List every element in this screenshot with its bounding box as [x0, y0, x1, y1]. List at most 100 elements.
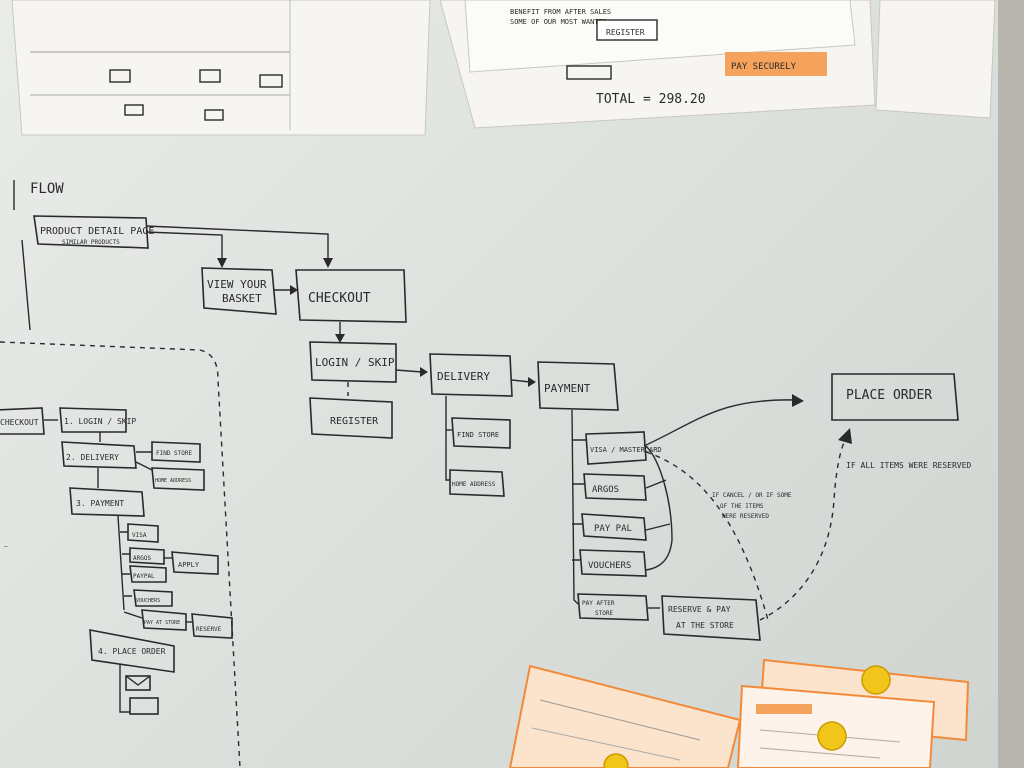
view-basket-label-2: BASKET	[222, 292, 262, 305]
view-basket-label-1: VIEW YOUR	[207, 278, 267, 291]
arrow-to-checkout	[145, 225, 329, 262]
paypal-label: PAY PAL	[594, 524, 632, 534]
place-order-box: PLACE ORDER	[831, 373, 959, 421]
left-login-label: 1. LOGIN / SKIP	[64, 417, 136, 426]
pay-after-store-box: PAY AFTER STORE	[577, 593, 649, 621]
dashed-cancel-path	[645, 451, 769, 621]
home-address-label: HOME ADDRESS	[452, 481, 496, 488]
left-payment-label: 3. PAYMENT	[76, 499, 124, 508]
left-home-address-label: HOME ADDRESS	[155, 478, 191, 484]
register-box: REGISTER	[309, 397, 393, 439]
total-label: TOTAL = 298.20	[596, 92, 706, 107]
left-login-box: 1. LOGIN / SKIP	[59, 407, 136, 433]
pay-after-store-label-2: STORE	[595, 610, 613, 617]
mid-note-text: BENEFIT FROM AFTER SALES	[510, 8, 611, 16]
left-dashed-region	[0, 341, 241, 768]
left-checkout-box: CHECKOUT	[0, 407, 45, 435]
flow-title: FLOW	[30, 181, 64, 197]
left-delivery-label: 2. DELIVERY	[66, 453, 119, 462]
flow-divider	[21, 239, 31, 331]
payment-branch-line	[571, 409, 579, 605]
left-paypal-box: PAYPAL	[129, 565, 167, 583]
arrow-to-place-order	[643, 399, 799, 447]
checkout-box: CHECKOUT	[295, 269, 407, 323]
left-email-icon	[125, 675, 151, 691]
login-skip-box: LOGIN / SKIP	[309, 341, 397, 383]
left-home-address-box: HOME ADDRESS	[151, 467, 205, 491]
product-detail-label: PRODUCT DETAIL PAGE	[40, 226, 154, 237]
view-basket-box: VIEW YOUR BASKET	[201, 267, 277, 315]
left-reserve-box: RESERVE	[191, 613, 233, 639]
register-button-label: REGISTER	[606, 28, 645, 37]
vouchers-box: VOUCHERS	[579, 549, 647, 577]
left-argos-label: ARGOS	[133, 555, 151, 562]
arrow-to-delivery	[395, 369, 423, 373]
product-detail-sub: SIMILAR PRODUCTS	[62, 239, 120, 246]
visa-mastercard-box: VISA / MASTERCARD	[585, 431, 662, 465]
place-order-label: PLACE ORDER	[846, 388, 932, 403]
top-paper-left	[11, 0, 431, 136]
delivery-box: DELIVERY	[429, 353, 513, 397]
left-place-order-box: 4. PLACE ORDER	[89, 629, 175, 673]
reserve-pay-label-2: AT THE STORE	[676, 621, 734, 630]
sticky-note-bottom-left	[508, 664, 742, 768]
left-apply-box: APPLY	[171, 551, 219, 575]
left-visa-label: VISA	[132, 532, 147, 539]
left-vouchers-box: VOUCHERS	[133, 589, 173, 607]
dashed-reserve-to-place-order	[759, 437, 847, 621]
mid-note-text-2: SOME OF OUR MOST WANTED	[510, 18, 607, 26]
left-argos-box: ARGOS	[129, 547, 165, 565]
pay-securely-sticky	[725, 52, 827, 76]
login-skip-label: LOGIN / SKIP	[315, 356, 395, 369]
left-delivery-box: 2. DELIVERY	[61, 441, 137, 469]
left-reserve-label: RESERVE	[196, 626, 222, 633]
reserve-pay-box: RESERVE & PAY AT THE STORE	[661, 595, 761, 641]
magnet-yellow-1	[861, 665, 891, 695]
vouchers-label: VOUCHERS	[588, 561, 631, 571]
product-detail-box: PRODUCT DETAIL PAGE SIMILAR PRODUCTS	[33, 215, 154, 249]
note-cancel-2: OF THE ITEMS	[720, 503, 764, 510]
left-find-store-label: FIND STORE	[156, 450, 193, 457]
checkout-label: CHECKOUT	[308, 291, 371, 306]
left-vouchers-label: VOUCHERS	[136, 598, 160, 604]
payment-label: PAYMENT	[544, 382, 591, 395]
magnet-yellow-3	[603, 753, 629, 768]
argos-box: ARGOS	[583, 473, 647, 501]
register-button-sketch	[596, 19, 658, 41]
paypal-box: PAY PAL	[581, 513, 647, 541]
left-pay-at-store-box: PAY AT STORE	[141, 609, 187, 631]
arrow-to-payment	[511, 379, 531, 383]
visa-mastercard-label: VISA / MASTERCARD	[590, 446, 662, 454]
find-store-label: FIND STORE	[457, 431, 499, 439]
left-place-order-label: 4. PLACE ORDER	[98, 647, 166, 656]
left-visa-box: VISA	[127, 523, 159, 543]
top-paper-right	[875, 0, 996, 119]
reserve-pay-label-1: RESERVE & PAY	[668, 605, 731, 614]
register-label: REGISTER	[330, 416, 379, 427]
svg-text:–: –	[4, 543, 8, 550]
pay-securely-label: PAY SECURELY	[731, 62, 797, 72]
payment-merge-curve	[645, 445, 673, 571]
left-pay-at-store-label: PAY AT STORE	[144, 620, 180, 626]
left-paypal-label: PAYPAL	[133, 573, 155, 580]
delivery-branch-line	[445, 396, 450, 481]
left-checkout-label: CHECKOUT	[0, 418, 39, 427]
pay-after-store-label-1: PAY AFTER	[582, 600, 615, 607]
argos-label: ARGOS	[592, 485, 619, 495]
top-paper-middle: BENEFIT FROM AFTER SALES SOME OF OUR MOS…	[439, 0, 876, 129]
find-store-box: FIND STORE	[451, 417, 511, 449]
payment-box: PAYMENT	[537, 361, 619, 411]
left-find-store-box: FIND STORE	[151, 441, 201, 463]
left-sms-box	[129, 697, 159, 715]
note-all-items: IF ALL ITEMS WERE RESERVED	[846, 461, 971, 470]
left-payment-box: 3. PAYMENT	[69, 487, 145, 517]
board-frame-right	[998, 0, 1024, 768]
magnet-yellow-2	[817, 721, 847, 751]
arrow-to-basket	[145, 231, 223, 262]
note-cancel-3: WERE RESERVED	[722, 513, 769, 520]
left-apply-label: APPLY	[178, 561, 200, 569]
delivery-label: DELIVERY	[437, 370, 490, 383]
note-cancel-1: IF CANCEL / OR IF SOME	[712, 492, 792, 499]
home-address-box: HOME ADDRESS	[449, 469, 505, 497]
